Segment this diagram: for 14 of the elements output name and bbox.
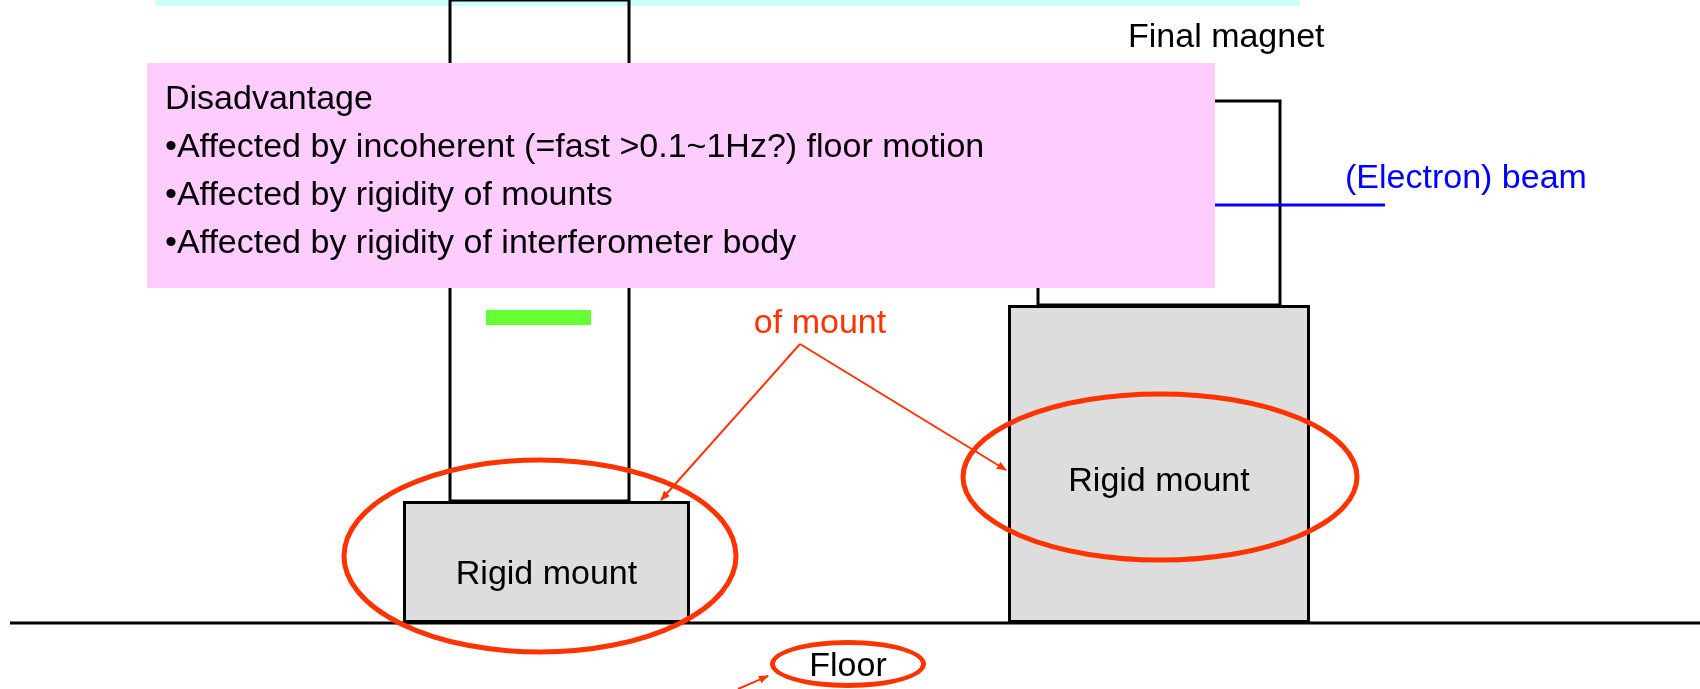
annotation-text: of mount — [720, 298, 920, 344]
mount-block: Rigid mount — [1008, 305, 1310, 623]
floor-label: Floor — [770, 640, 926, 688]
arrow — [737, 675, 769, 689]
mount-block: Rigid mount — [403, 501, 690, 623]
beam-label: (Electron) beam — [1345, 157, 1587, 196]
leader-line — [660, 343, 801, 501]
note-bullet: •Affected by rigidity of interferometer body — [165, 221, 797, 262]
note-box — [147, 63, 1215, 288]
leader-line — [799, 343, 1007, 471]
note-bullet: •Affected by rigidity of mounts — [165, 173, 613, 214]
magnet-label: Final magnet — [1128, 16, 1325, 55]
note-heading: Disadvantage — [165, 77, 373, 118]
note-bullet: •Affected by incoherent (=fast >0.1~1Hz?) floor motion — [165, 125, 985, 166]
